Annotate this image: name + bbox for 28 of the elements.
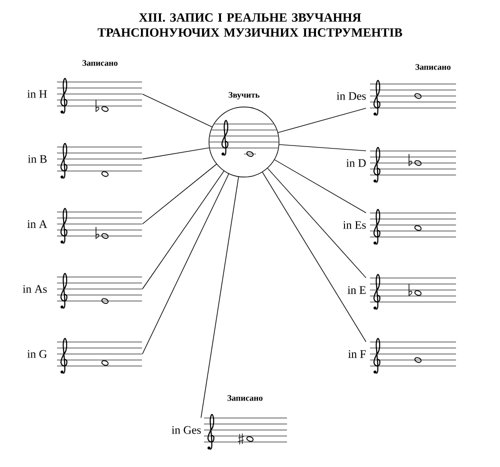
- caption-text: Записано: [416, 64, 451, 70]
- connector-line: [278, 108, 366, 133]
- staff-circle-drawing: [208, 92, 280, 178]
- caption-text: Записано: [82, 60, 118, 66]
- connector-line: [278, 144, 366, 152]
- instrument-label: in E: [348, 286, 366, 294]
- instrument-label: in Es: [343, 221, 366, 229]
- instrument-label: in Des: [336, 92, 366, 100]
- caption-text: Записано: [228, 395, 263, 401]
- instrument-label: in As: [22, 285, 47, 293]
- connector-line: [274, 159, 366, 214]
- instrument-label: in B: [28, 155, 47, 163]
- instrument-label: in A: [27, 220, 48, 228]
- connector-line: [262, 172, 366, 342]
- instrument-label: in F: [348, 350, 366, 358]
- circle-heading: Звучить: [228, 92, 260, 100]
- connector-line: [200, 176, 239, 418]
- connector-line: [142, 170, 224, 290]
- instrument-label: in D: [346, 159, 366, 167]
- connector-line: [142, 174, 230, 354]
- connector-line: [142, 94, 212, 128]
- title: XIII. ЗАПИС І РЕАЛЬНЕ ЗВУЧАННЯ ТРАНСПОНУЮЧИХ МУЗИЧНИХ ІНСТРУМЕНТІВ: [98, 13, 402, 37]
- connector-line: [142, 164, 217, 224]
- connector-line: [267, 168, 366, 278]
- instrument-label: in Ges: [172, 426, 201, 434]
- connector-line: [142, 148, 210, 160]
- instrument-label: in H: [27, 90, 47, 98]
- instrument-label: in G: [27, 350, 47, 358]
